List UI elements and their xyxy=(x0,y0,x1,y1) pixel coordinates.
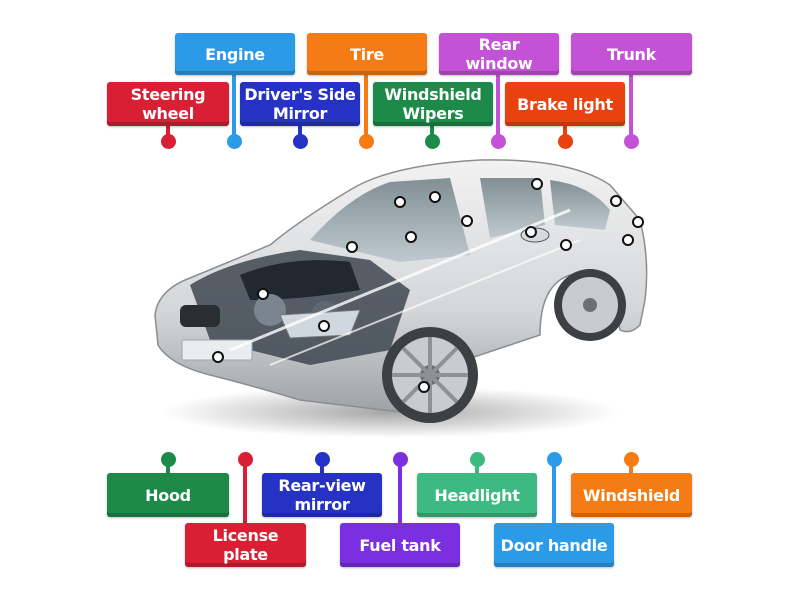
connector-dot-icon xyxy=(469,451,485,467)
label-door-handle[interactable]: Door handle xyxy=(494,523,614,567)
label-text: Hood xyxy=(145,485,191,505)
drop-target-marker[interactable] xyxy=(417,380,430,393)
label-text: License plate xyxy=(212,526,279,564)
drop-target-marker[interactable] xyxy=(345,240,358,253)
connector-dot-icon xyxy=(623,451,639,467)
connector-line xyxy=(563,124,567,141)
connector-dot-icon xyxy=(292,133,308,149)
label-text: Brake light xyxy=(517,94,613,114)
label-text: Trunk xyxy=(607,44,656,64)
connector-line xyxy=(320,459,324,475)
connector-dot-icon xyxy=(358,133,374,149)
label-windshield-wipers[interactable]: Windshield Wipers xyxy=(373,82,493,126)
drop-target-marker[interactable] xyxy=(256,287,269,300)
label-text: Windshield Wipers xyxy=(384,85,482,123)
label-hood[interactable]: Hood xyxy=(107,473,229,517)
connector-line xyxy=(166,459,170,475)
connector-line xyxy=(364,73,368,141)
label-license-plate[interactable]: License plate xyxy=(185,523,306,567)
connector-dot-icon xyxy=(490,133,506,149)
drop-target-marker[interactable] xyxy=(631,215,644,228)
drop-target-marker[interactable] xyxy=(609,194,622,207)
label-text: Rear-view mirror xyxy=(278,476,366,514)
label-text: Engine xyxy=(205,44,265,64)
connector-dot-icon xyxy=(424,133,440,149)
connector-line xyxy=(629,73,633,141)
connector-dot-icon xyxy=(557,133,573,149)
connector-dot-icon xyxy=(623,133,639,149)
connector-dot-icon xyxy=(314,451,330,467)
label-rear-window[interactable]: Rear window xyxy=(439,33,559,75)
connector-dot-icon xyxy=(237,451,253,467)
connector-line xyxy=(298,124,302,141)
label-windshield[interactable]: Windshield xyxy=(571,473,692,517)
connector-dot-icon xyxy=(160,451,176,467)
connector-line xyxy=(430,124,434,141)
label-text: Driver's Side Mirror xyxy=(244,85,356,123)
drop-target-marker[interactable] xyxy=(317,319,330,332)
connector-dot-icon xyxy=(226,133,242,149)
label-text: Door handle xyxy=(500,535,608,555)
connector-line xyxy=(475,459,479,475)
label-text: Tire xyxy=(350,44,384,64)
connector-line xyxy=(629,459,633,475)
connector-line xyxy=(496,73,500,141)
label-fuel-tank[interactable]: Fuel tank xyxy=(340,523,460,567)
connector-line xyxy=(243,459,247,525)
label-trunk[interactable]: Trunk xyxy=(571,33,692,75)
label-text: Rear window xyxy=(465,35,533,73)
connector-line xyxy=(398,459,402,525)
label-text: Steering wheel xyxy=(130,85,206,123)
drop-target-marker[interactable] xyxy=(211,350,224,363)
label-brake-light[interactable]: Brake light xyxy=(505,82,625,126)
drop-target-marker[interactable] xyxy=(559,238,572,251)
connector-line xyxy=(552,459,556,525)
label-headlight[interactable]: Headlight xyxy=(417,473,537,517)
label-text: Fuel tank xyxy=(359,535,441,555)
drop-target-marker[interactable] xyxy=(404,230,417,243)
label-engine[interactable]: Engine xyxy=(175,33,295,75)
connector-dot-icon xyxy=(392,451,408,467)
drop-target-marker[interactable] xyxy=(428,190,441,203)
drop-target-marker[interactable] xyxy=(460,214,473,227)
connector-line xyxy=(166,124,170,141)
drop-target-marker[interactable] xyxy=(524,225,537,238)
label-steering-wheel[interactable]: Steering wheel xyxy=(107,82,229,126)
label-text: Windshield xyxy=(582,485,681,505)
label-tire[interactable]: Tire xyxy=(307,33,427,75)
connector-dot-icon xyxy=(546,451,562,467)
connector-dot-icon xyxy=(160,133,176,149)
connector-line xyxy=(232,73,236,141)
drop-target-marker[interactable] xyxy=(530,177,543,190)
label-text: Headlight xyxy=(434,485,520,505)
drop-target-marker[interactable] xyxy=(621,233,634,246)
label-rear-view-mirror[interactable]: Rear-view mirror xyxy=(262,473,382,517)
car-cutaway-image xyxy=(154,159,648,438)
label-drivers-side-mirror[interactable]: Driver's Side Mirror xyxy=(240,82,360,126)
drop-target-marker[interactable] xyxy=(393,195,406,208)
